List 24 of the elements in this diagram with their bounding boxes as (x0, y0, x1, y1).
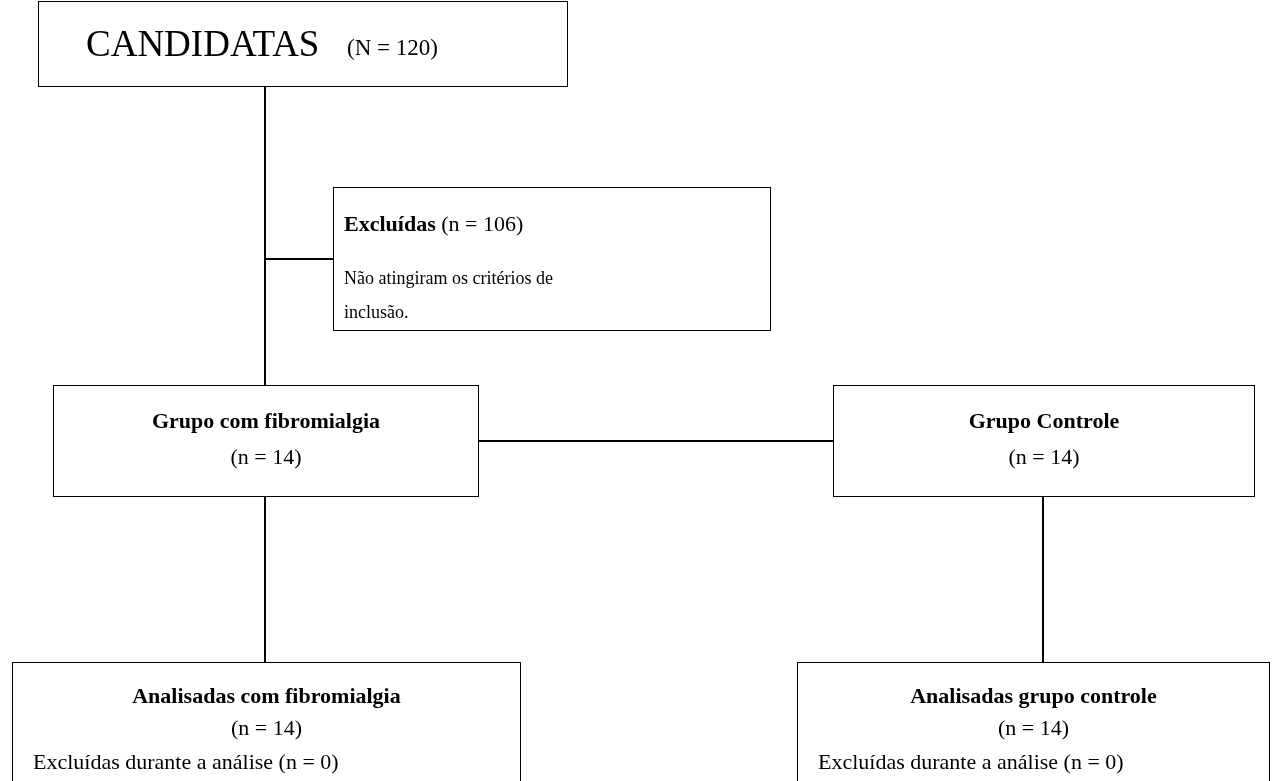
connector-line (1042, 496, 1044, 663)
group-heading: Grupo Controle (967, 408, 1121, 434)
group-heading: Analisadas grupo controle (909, 683, 1158, 709)
count-text: (n = 14) (996, 715, 1071, 741)
count-text: (n = 14) (1007, 444, 1081, 470)
analysis-box (797, 662, 1270, 781)
group-box (833, 385, 1255, 497)
count-text: (N = 120) (347, 35, 438, 61)
heading-text: Excluídas (n = 106) (344, 211, 525, 237)
connector-line (264, 86, 334, 260)
connector-line (478, 440, 834, 442)
group-box (53, 385, 479, 497)
description-text: Não atingiram os critérios de inclusão. (344, 267, 554, 324)
exclusion-box (333, 187, 771, 331)
group-heading: Grupo com fibromialgia (150, 408, 382, 434)
count-text: (n = 14) (229, 715, 304, 741)
group-heading: Analisadas com fibromialgia (131, 683, 402, 709)
analysis-box (12, 662, 521, 781)
note-text: Excluídas durante a análise (n = 0) (33, 749, 340, 775)
count-text: (n = 14) (229, 444, 303, 470)
title-text: CANDIDATAS (86, 22, 320, 65)
title-box (38, 1, 568, 87)
connector-line (264, 496, 266, 663)
note-text: Excluídas durante a análise (n = 0) (818, 749, 1125, 775)
